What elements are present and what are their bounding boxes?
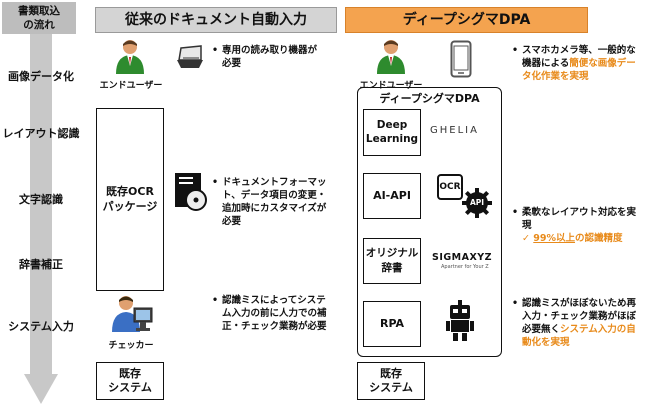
note-smartphone: •スマホカメラ等、一般的な機器による簡便な画像データ化作業を実現: [512, 45, 636, 82]
module-dictionary: オリジナル 辞書: [363, 238, 421, 284]
dpa-inner-title: ディープシグマDPA: [379, 92, 480, 105]
stage-system-input: システム入力: [8, 320, 74, 333]
end-user-label: エンドユーザー: [99, 81, 163, 91]
sigmaxyz-tagline: Apartner for Your Z: [441, 264, 489, 270]
smartphone-icon: [450, 40, 472, 78]
header-conventional: 従来のドキュメント自動入力: [95, 7, 337, 33]
robot-icon: [446, 300, 474, 341]
header-deepsigma: ディープシグマDPA: [345, 7, 588, 33]
format-note: •ドキュメントフォーマット、データ項目の変更・追加時にカスタマイズが必要: [212, 177, 327, 227]
checker-icon: [112, 296, 153, 332]
stage-ocr: 文字認識: [19, 193, 63, 206]
flow-title: 書類取込 の流れ: [2, 2, 76, 34]
ocr-package-box: 既存OCR パッケージ: [96, 108, 164, 291]
check-note: •認識ミスによってシステム入力の前に人力での補正・チェック業務が必要: [212, 295, 327, 332]
legacy-system-box-new: 既存 システム: [357, 362, 425, 400]
end-user-icon: [116, 40, 144, 74]
sigmaxyz-logo: SIGMAXYZ: [432, 252, 493, 263]
module-deep-learning: Deep Learning: [363, 109, 421, 156]
ocr-logo-icon: OCR: [437, 174, 463, 200]
stage-dictionary: 辞書補正: [19, 258, 63, 271]
ghelia-logo: GHELIA: [430, 125, 479, 136]
end-user-label-new: エンドユーザー: [359, 81, 423, 91]
legacy-system-box-old: 既存 システム: [96, 362, 164, 400]
checker-label: チェッカー: [108, 341, 154, 351]
stage-layout: レイアウト認識: [2, 127, 80, 140]
document-cd-icon: [175, 173, 207, 211]
module-rpa: RPA: [363, 301, 421, 347]
dpa-container: [357, 87, 502, 357]
flow-arrow: [24, 34, 58, 404]
end-user-icon: [377, 40, 405, 74]
scanner-note: •専用の読み取り機器が必要: [212, 45, 318, 69]
note-layout: •柔軟なレイアウト対応を実現 ✓ 99%以上の認識精度: [512, 207, 637, 244]
scanner-icon: [177, 45, 203, 68]
module-ai-api: AI-API: [363, 173, 421, 219]
api-gear-icon: [462, 188, 492, 218]
note-rpa: •認識ミスがほぼないため再入力・チェック業務がほぼ必要無くシステム入力の自動化を…: [512, 298, 637, 348]
api-label: API: [469, 198, 485, 207]
stage-image: 画像データ化: [8, 70, 74, 83]
